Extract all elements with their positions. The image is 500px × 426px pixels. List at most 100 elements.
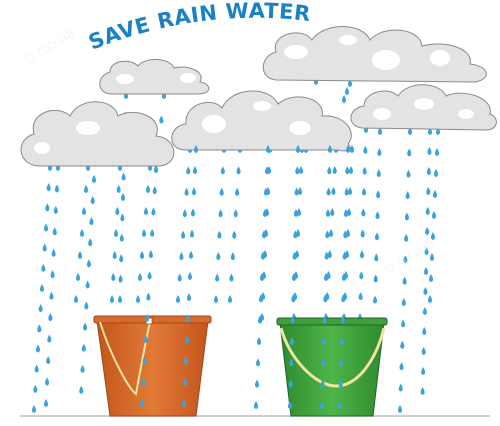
- raindrop-icon: [159, 115, 164, 124]
- raindrop-icon: [39, 284, 45, 292]
- raindrop-icon: [45, 377, 50, 386]
- raindrop-icon: [375, 211, 380, 220]
- raindrop-icon: [339, 358, 344, 367]
- raindrop-icon: [116, 185, 121, 193]
- raindrop-icon: [151, 207, 156, 216]
- raindrop-icon: [341, 294, 346, 303]
- raindrop-icon: [218, 209, 223, 218]
- raindrop-icon: [404, 212, 409, 221]
- raindrop-icon: [374, 232, 379, 241]
- raindrop-icon: [264, 166, 270, 175]
- raindrop-icon: [120, 193, 126, 201]
- raindrop-icon: [84, 301, 89, 310]
- raindrop-icon: [349, 145, 355, 153]
- raindrop-icon: [325, 230, 330, 239]
- raindrop-icon: [258, 294, 264, 303]
- raindrop-icon: [233, 209, 238, 218]
- raindrop-icon: [83, 322, 88, 331]
- raindrop-icon: [427, 295, 433, 303]
- raindrop-icon: [227, 295, 233, 303]
- raindrop-icon: [434, 148, 440, 156]
- raindrop-icon: [361, 208, 366, 217]
- raindrop-icon: [289, 358, 294, 367]
- raindrop-icon: [85, 280, 90, 289]
- raindrop-icon: [361, 187, 367, 196]
- raindrop-icon: [399, 362, 404, 371]
- raindrop-icon: [403, 255, 408, 264]
- raindrop-icon: [31, 405, 37, 413]
- bucket-handle: [279, 327, 386, 388]
- raindrop-icon: [118, 274, 123, 283]
- raindrop-icon: [50, 270, 55, 279]
- raindrop-icon: [327, 166, 332, 175]
- raindrop-icon: [177, 273, 182, 282]
- raindrop-icon: [404, 233, 409, 242]
- raindrop-icon: [402, 276, 407, 285]
- raindrop-icon: [421, 347, 426, 355]
- raindrop-icon: [119, 254, 124, 263]
- raindrop-icon: [217, 230, 222, 239]
- raindrop-icon: [407, 148, 412, 157]
- raindrop-icon: [152, 186, 157, 195]
- raindrop-icon: [289, 337, 295, 345]
- raindrop-icon: [340, 315, 345, 324]
- raindrop-icon: [183, 356, 189, 365]
- cloud-icon: [20, 101, 175, 167]
- raindrop-icon: [259, 273, 265, 281]
- raindrop-icon: [400, 340, 405, 349]
- raindrop-icon: [52, 227, 57, 236]
- raindrop-icon: [45, 203, 50, 212]
- raindrop-icon: [119, 233, 124, 242]
- raindrop-icon: [343, 209, 349, 217]
- raindrop-icon: [342, 251, 347, 260]
- raindrop-icon: [142, 356, 147, 365]
- raindrop-icon: [179, 252, 184, 261]
- raindrop-icon: [137, 273, 143, 281]
- raindrop-icon: [297, 187, 303, 195]
- raindrop-icon: [236, 166, 241, 175]
- raindrop-icon: [181, 230, 186, 239]
- raindrop-icon: [295, 145, 301, 153]
- raindrop-icon: [135, 295, 141, 303]
- raindrop-icon: [362, 166, 367, 175]
- raindrop-icon: [432, 190, 438, 198]
- raindrop-icon: [295, 166, 300, 175]
- raindrop-icon: [43, 399, 49, 407]
- raindrop-icon: [185, 314, 191, 323]
- raindrop-icon: [145, 313, 150, 322]
- raindrop-icon: [424, 247, 429, 255]
- raindrop-icon: [426, 187, 431, 195]
- raindrop-icon: [265, 145, 271, 153]
- raindrop-icon: [262, 209, 268, 217]
- raindrop-icon: [345, 145, 351, 153]
- raindrop-icon: [141, 377, 146, 386]
- raindrop-icon: [397, 405, 403, 413]
- cloud-icon: [350, 84, 497, 131]
- raindrop-icon: [253, 401, 259, 409]
- raindrop-icon: [326, 187, 331, 196]
- raindrop-icon: [46, 356, 51, 365]
- raindrop-icon: [373, 274, 378, 283]
- raindrop-icon: [288, 379, 293, 388]
- raindrop-icon: [341, 95, 347, 103]
- raindrop-icon: [293, 209, 299, 217]
- raindrop-icon: [338, 379, 343, 388]
- raindrop-icon: [425, 227, 430, 235]
- raindrop-icon: [430, 232, 436, 240]
- raindrop-icon: [215, 273, 220, 282]
- raindrop-icon: [79, 385, 84, 394]
- raindrop-icon: [186, 293, 192, 302]
- raindrop-icon: [216, 252, 221, 261]
- raindrop-icon: [232, 230, 237, 239]
- raindrop-icon: [341, 273, 347, 281]
- raindrop-icon: [376, 190, 381, 199]
- raindrop-icon: [293, 230, 298, 239]
- raindrop-icon: [187, 272, 193, 280]
- raindrop-icon: [428, 274, 434, 282]
- raindrop-icon: [256, 337, 262, 345]
- raindrop-icon: [423, 287, 428, 295]
- raindrop-icon: [147, 271, 152, 280]
- green-bucket: [276, 317, 388, 417]
- raindrop-icon: [328, 229, 334, 237]
- raindrop-icon: [43, 223, 49, 232]
